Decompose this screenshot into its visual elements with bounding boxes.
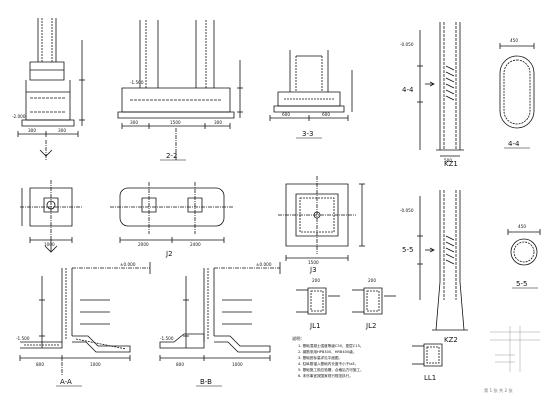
plan-j1 bbox=[20, 180, 82, 252]
dim-3-3-b: 600 bbox=[322, 112, 330, 117]
notes-title: 说明： bbox=[292, 335, 305, 342]
dim-j2-a: 2000 bbox=[138, 242, 149, 247]
dim-4-4-width: 450 bbox=[510, 38, 518, 43]
dim-aa-b: 1000 bbox=[90, 362, 101, 367]
section-a-a bbox=[20, 262, 150, 376]
caption-2-2: 2-2 bbox=[166, 152, 177, 160]
dim-bb-b: 1000 bbox=[232, 362, 243, 367]
caption-jl1: JL1 bbox=[309, 322, 320, 330]
note-line-2: 2. 钢筋采用HPB300、HRB400级。 bbox=[298, 349, 356, 354]
caption-4-4: 4-4 bbox=[508, 140, 520, 148]
note-line-3: 3. 基础底标高详见平面图。 bbox=[298, 355, 342, 360]
dim-2-2-c: 300 bbox=[214, 120, 222, 125]
caption-5-5: 5-5 bbox=[516, 280, 527, 288]
elev-aa-top: ±0.000 bbox=[120, 262, 136, 267]
dim-2-2-a: 300 bbox=[130, 120, 138, 125]
section-4-4-oval bbox=[500, 43, 534, 128]
elev-2-2: -1.500 bbox=[130, 80, 144, 85]
note-line-4: 4. 柱纵筋锚入基础内长度不小于laE。 bbox=[298, 361, 358, 366]
dim-aa-a: 800 bbox=[36, 362, 44, 367]
caption-kz1: KZ1 bbox=[444, 160, 458, 168]
caption-3-3: 3-3 bbox=[302, 130, 313, 138]
detail-ll1 bbox=[412, 344, 442, 366]
section-b-b bbox=[160, 262, 280, 361]
column-kz1-elevation bbox=[417, 22, 464, 156]
dim-bb-a: 800 bbox=[176, 362, 184, 367]
dim-2-2-b: 1500 bbox=[170, 120, 181, 125]
dim-3-3-a: 600 bbox=[282, 112, 290, 117]
elev-1-1: -2.000 bbox=[12, 114, 26, 119]
note-line-6: 6. 未尽事宜按国家现行规范执行。 bbox=[298, 373, 353, 378]
elev-kz2: -0.050 bbox=[400, 208, 414, 213]
caption-j3: J3 bbox=[309, 266, 317, 274]
dim-kz1-width: 500 bbox=[444, 158, 452, 163]
beam-jl2-section bbox=[352, 288, 396, 314]
section-5-5-circle bbox=[508, 229, 540, 265]
dim-j2-b: 2400 bbox=[190, 242, 201, 247]
plan-j3 bbox=[278, 176, 365, 261]
plan-j2 bbox=[110, 182, 234, 243]
note-line-1: 1. 基础混凝土强度等级C30，垫层C15。 bbox=[298, 343, 363, 348]
dim-jl2: 200 bbox=[368, 278, 376, 283]
cut-marker-4-left: 4-4 bbox=[402, 86, 414, 94]
section-3-3 bbox=[270, 50, 352, 121]
footer-mark: 第 1 张 共 2 张 bbox=[484, 387, 514, 394]
elev-kz1: -0.050 bbox=[400, 42, 414, 47]
beam-jl1-section bbox=[296, 288, 340, 314]
dim-jl1: 200 bbox=[312, 278, 320, 283]
dim-j1-width: 1000 bbox=[44, 242, 55, 247]
column-kz2-elevation bbox=[417, 190, 468, 330]
dim-1-1-left: 300 bbox=[28, 128, 36, 133]
caption-b-b: B-B bbox=[200, 378, 212, 386]
caption-kz2: KZ2 bbox=[444, 336, 458, 344]
elev-aa-bottom: -1.500 bbox=[16, 336, 30, 341]
caption-ll1: LL1 bbox=[424, 374, 436, 382]
caption-j2: J2 bbox=[165, 250, 173, 258]
cut-marker-5-left: 5-5 bbox=[402, 246, 413, 254]
caption-a-a: A-A bbox=[60, 378, 72, 386]
note-line-5: 5. 基础施工前应验槽，合格后方可施工。 bbox=[298, 367, 364, 372]
dim-j3-width: 1500 bbox=[308, 260, 319, 265]
section-2-2 bbox=[118, 20, 243, 160]
elev-bb-top: ±0.000 bbox=[256, 262, 272, 267]
elev-bb-bottom: -1.500 bbox=[160, 336, 174, 341]
dim-1-1-right: 300 bbox=[58, 128, 66, 133]
section-1-1 bbox=[18, 18, 85, 160]
faint-notes-sketch bbox=[490, 326, 540, 372]
caption-jl2: JL2 bbox=[365, 322, 376, 330]
dim-5-5-width: 450 bbox=[518, 224, 526, 229]
